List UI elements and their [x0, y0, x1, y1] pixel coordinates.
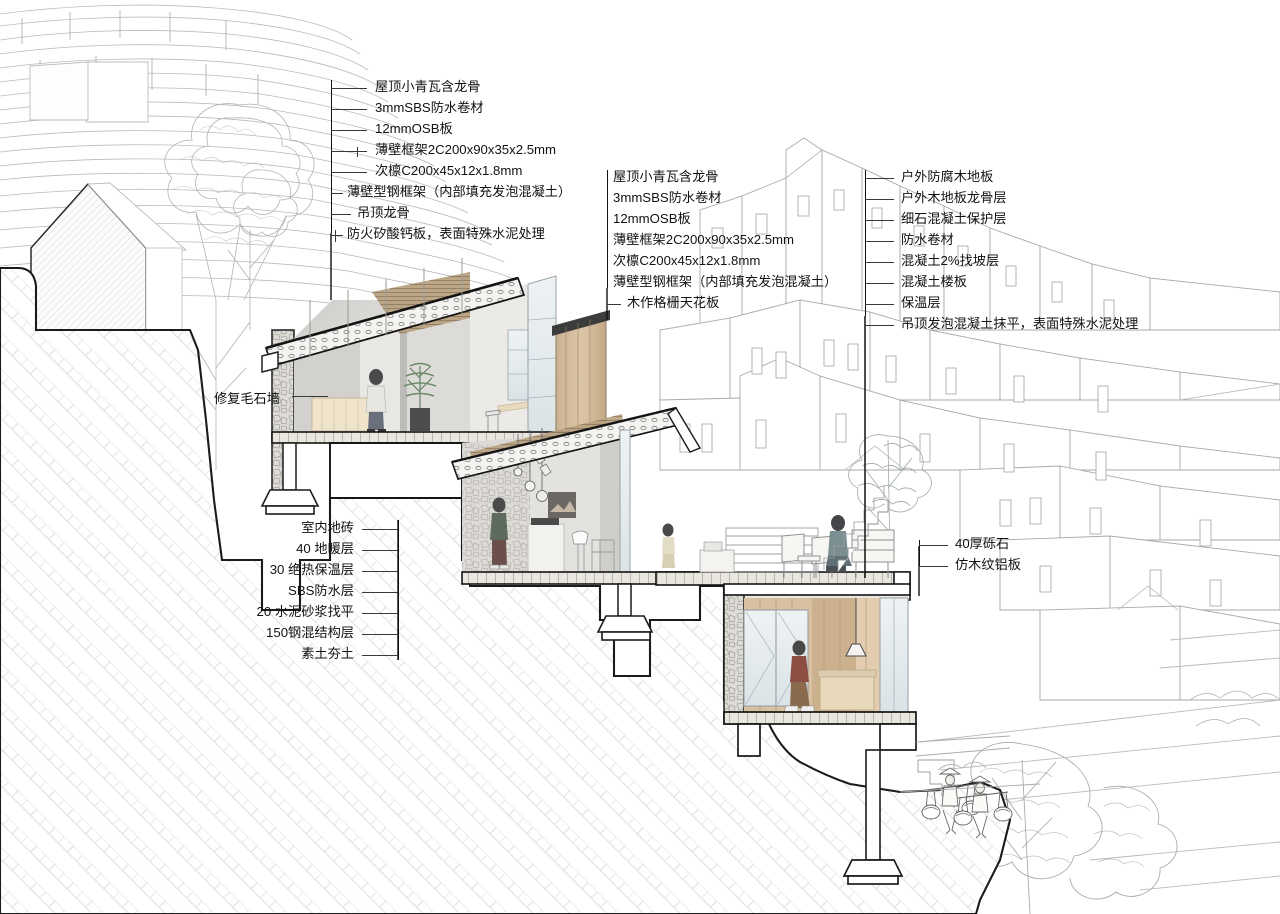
middle-furniture	[571, 530, 615, 573]
leader-line	[865, 304, 894, 305]
leader-line	[292, 396, 328, 397]
leader-line	[331, 109, 367, 110]
leader-line	[331, 235, 343, 236]
leader-line	[865, 220, 894, 221]
leader-line	[362, 592, 398, 593]
leader-line	[362, 613, 398, 614]
outdoor-furniture	[781, 533, 835, 578]
person-standing-middle	[489, 497, 510, 570]
lower-floor-slab	[723, 711, 917, 725]
leader-line	[331, 172, 367, 173]
leader-line	[865, 283, 894, 284]
midground-tree	[848, 434, 932, 561]
village-windows	[679, 189, 1222, 607]
repaired-rubble-wall-label: 修复毛石墙	[214, 391, 280, 406]
middle-column-footing	[596, 583, 654, 641]
leader-line	[919, 566, 948, 567]
leader-line	[362, 571, 398, 572]
callout-spine	[398, 520, 399, 660]
leader-line	[865, 262, 894, 263]
leader-line	[331, 193, 343, 194]
terrace-bench	[851, 529, 895, 578]
left-tree-foliage-texture	[171, 125, 285, 246]
leader-line	[919, 545, 948, 546]
leader-line	[362, 634, 398, 635]
leader-line	[331, 151, 367, 152]
callout-spine	[331, 80, 332, 233]
leader-line	[362, 529, 398, 530]
leader-line	[331, 130, 367, 131]
lower-unit	[723, 583, 955, 885]
upper-column-footing	[260, 442, 320, 515]
person-walking-lower	[783, 640, 815, 713]
lower-counter	[819, 675, 875, 711]
callout-spine	[919, 540, 920, 566]
potted-plant	[403, 362, 437, 431]
middle-unit	[450, 406, 727, 641]
person-standing-upper	[365, 369, 387, 433]
leader-line	[362, 550, 398, 551]
upper-unit	[260, 258, 610, 515]
lower-column-footing	[842, 749, 904, 885]
callout-spine	[865, 170, 866, 316]
child-on-terrace	[662, 523, 675, 568]
villagers-with-shoulder-poles	[921, 767, 1013, 839]
leader-line	[865, 325, 894, 326]
leader-tick	[357, 147, 358, 157]
callout-spine	[607, 170, 608, 288]
stool-upper	[485, 409, 501, 432]
leader-line	[607, 304, 621, 305]
leader-line	[865, 241, 894, 242]
upper-rafters	[309, 258, 463, 356]
exterior-stair-upper	[837, 500, 889, 572]
kitchen-island	[527, 523, 565, 573]
leader-line	[362, 655, 398, 656]
leader-line	[331, 214, 351, 215]
lower-pendant-lamp	[845, 598, 867, 657]
leader-line	[865, 199, 894, 200]
exterior-stair-midground	[823, 486, 885, 570]
person-seated-terrace	[826, 515, 852, 572]
leader-line	[865, 178, 894, 179]
leader-line	[331, 88, 367, 89]
roof-terrace	[655, 486, 911, 601]
leader-tick	[335, 230, 336, 242]
